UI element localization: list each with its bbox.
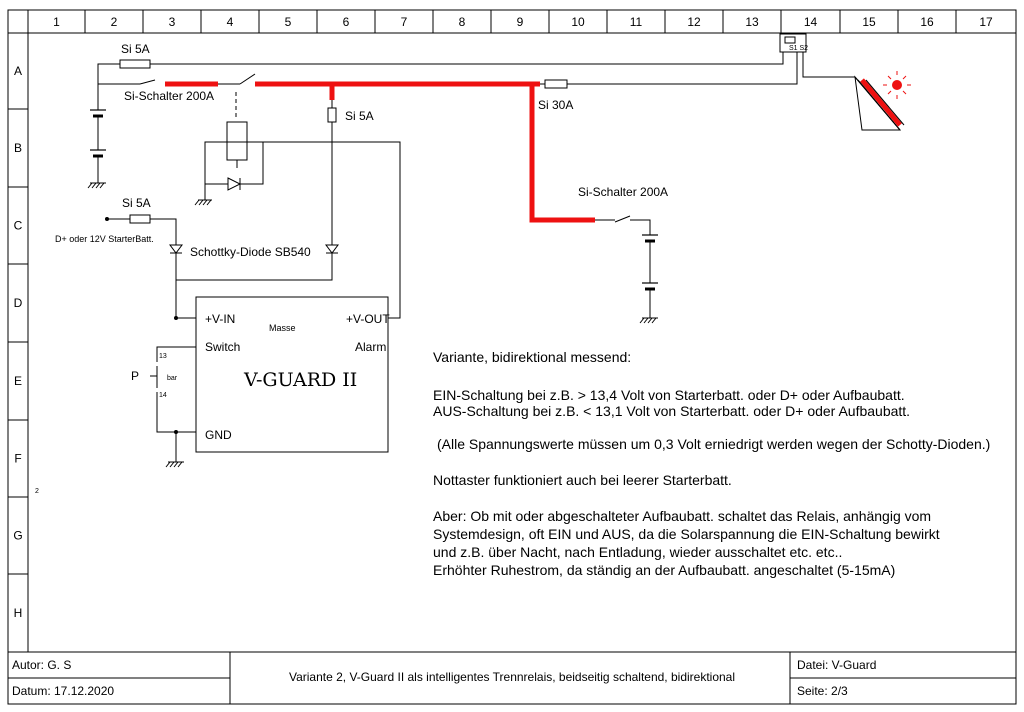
note-line-2: EIN-Schaltung bei z.B. > 13,4 Volt von S… [433, 387, 905, 403]
file-field: Datei: V-Guard [797, 658, 876, 672]
fuse-5a-mid-label: Si 5A [345, 109, 374, 123]
solar-controller [779, 33, 807, 53]
column-label: 17 [979, 15, 993, 29]
vguard-title: V-GUARD II [243, 369, 357, 391]
note-line-6: Aber: Ob mit oder abgeschalteter Aufbaub… [433, 508, 931, 524]
row-label: H [14, 606, 23, 620]
row-label: G [13, 529, 22, 543]
note-line-8: und z.B. über Nacht, nach Entladung, wie… [433, 544, 842, 560]
row-label: C [14, 219, 23, 233]
note-line-3: AUS-Schaltung bei z.B. < 13,1 Volt von S… [433, 403, 910, 419]
pushbutton-bar-label: bar [167, 375, 178, 382]
column-label: 3 [169, 15, 176, 29]
row-labels: A B C D E F G H [13, 64, 22, 620]
schottky-diode-left-symbol [169, 244, 183, 254]
stray-label-2: 2 [35, 488, 39, 495]
column-label: 10 [571, 15, 585, 29]
controller-terminal-label: S1 S2 [789, 45, 808, 52]
vguard-masse-label: Masse [269, 323, 296, 333]
vguard-module [195, 296, 389, 453]
date-field: Datum: 17.12.2020 [12, 684, 114, 698]
column-label: 5 [285, 15, 292, 29]
column-label: 9 [517, 15, 524, 29]
row-label: E [14, 374, 22, 388]
relay-coil [226, 121, 248, 161]
page-field: Seite: 2/3 [797, 684, 848, 698]
vguard-gnd-label: GND [205, 428, 232, 442]
fuse-30a-symbol [544, 79, 568, 89]
vguard-vin-label: +V-IN [205, 312, 235, 326]
dplus-input-label: D+ oder 12V StarterBatt. [55, 234, 154, 244]
column-label: 15 [862, 15, 876, 29]
right-battery-bank [595, 215, 658, 324]
relay-contact-symbol [239, 73, 256, 85]
row-label: F [14, 452, 21, 466]
note-line-5: Nottaster funktioniert auch bei leerer S… [433, 472, 732, 488]
row-label: B [14, 141, 22, 155]
vguard-switch-label: Switch [205, 340, 240, 354]
note-line-9: Erhöhter Ruhestrom, da ständig an der Au… [433, 562, 895, 578]
switch-200a-right-symbol [614, 215, 631, 223]
note-line-7: Systemdesign, oft EIN und AUS, da die So… [433, 526, 940, 542]
column-label: 4 [227, 15, 234, 29]
row-label: D [14, 296, 23, 310]
fuse-30a-label: Si 30A [538, 98, 573, 112]
vout-branch [176, 100, 339, 281]
dplus-input-branch [105, 214, 196, 320]
solar-panel-icon [854, 75, 905, 131]
column-label: 6 [343, 15, 350, 29]
pushbutton-terminal-14: 14 [159, 392, 167, 399]
schottky-diode-right-symbol [325, 244, 339, 254]
emergency-pushbutton [150, 346, 196, 468]
row-dividers [8, 108, 28, 575]
note-line-4: (Alle Spannungswerte müssen um 0,3 Volt … [437, 436, 990, 452]
column-label: 1 [53, 15, 60, 29]
top-wiring [97, 52, 901, 131]
note-line-1: Variante, bidirektional messend: [433, 349, 631, 365]
left-battery-bank [87, 100, 106, 189]
description-notes: Variante, bidirektional messend: EIN-Sch… [433, 349, 990, 578]
fuse-5a-top-symbol [119, 59, 151, 69]
column-label: 8 [459, 15, 466, 29]
main-current-path [165, 81, 595, 223]
column-label: 2 [111, 15, 118, 29]
pushbutton-label: P [131, 369, 139, 383]
switch-200a-top-symbol [139, 79, 156, 85]
column-label: 13 [745, 15, 759, 29]
row-label: A [14, 64, 22, 78]
fuse-5a-c-symbol [129, 214, 151, 224]
column-label: 11 [630, 15, 643, 29]
relay-coil-circuit [194, 121, 401, 319]
column-label: 12 [687, 15, 701, 29]
fuse-5a-c-label: Si 5A [122, 196, 151, 210]
drawing-description: Variante 2, V-Guard II als intelligentes… [289, 670, 735, 684]
vguard-vout-label: +V-OUT [346, 312, 390, 326]
flyback-diode-symbol [227, 177, 242, 191]
switch-200a-top-label: Si-Schalter 200A [124, 89, 214, 103]
author-field: Autor: G. S [12, 658, 71, 672]
sun-icon [883, 71, 911, 99]
schottky-diode-label: Schottky-Diode SB540 [190, 245, 311, 259]
vguard-alarm-label: Alarm [355, 340, 386, 354]
pushbutton-terminal-13: 13 [159, 353, 167, 360]
fuse-5a-mid-symbol [327, 107, 337, 123]
column-dividers [84, 10, 957, 33]
column-label: 7 [401, 15, 408, 29]
fuse-5a-top-label: Si 5A [121, 42, 150, 56]
drawing-frame [7, 9, 1017, 705]
switch-200a-right-label: Si-Schalter 200A [578, 185, 668, 199]
column-label: 14 [804, 15, 818, 29]
column-label: 16 [920, 15, 934, 29]
